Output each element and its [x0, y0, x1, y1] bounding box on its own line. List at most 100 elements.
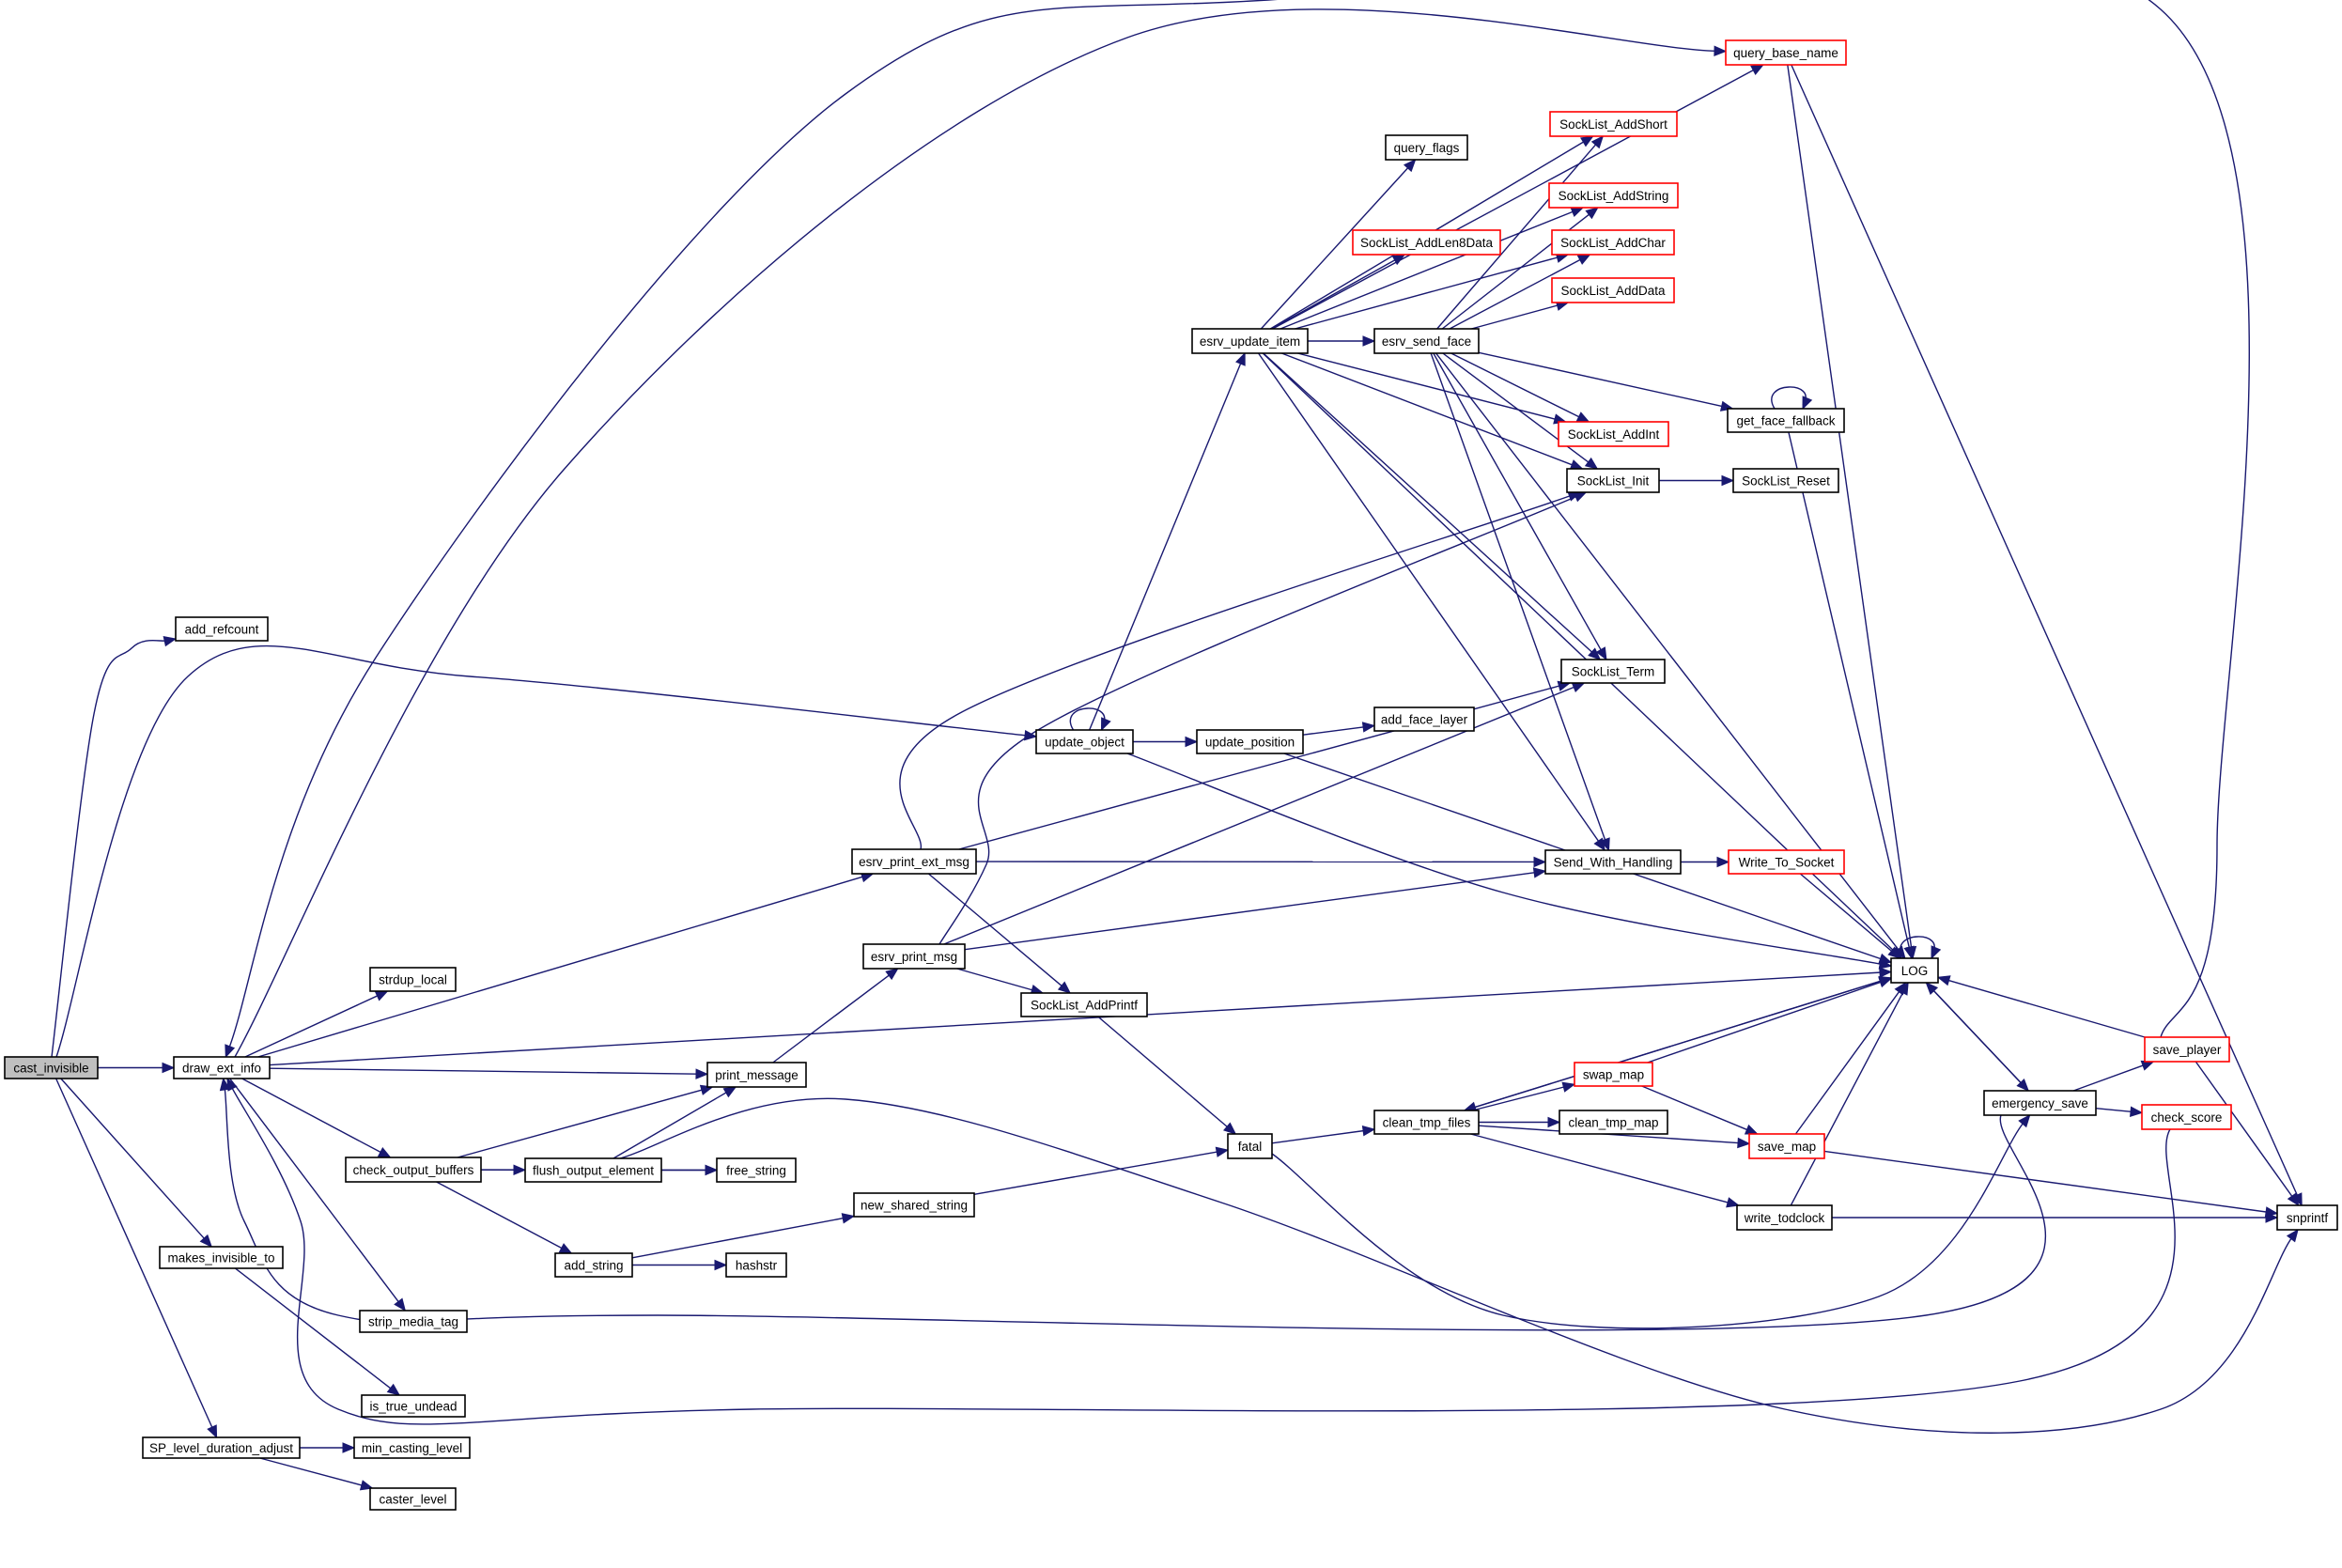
node-update_object[interactable]: update_object: [1035, 729, 1134, 754]
node-box-save_map[interactable]: [1748, 1133, 1825, 1159]
node-SockList_Init[interactable]: SockList_Init: [1566, 468, 1660, 493]
node-draw_ext_info[interactable]: draw_ext_info: [173, 1056, 271, 1079]
node-SP_level_duration_adjust[interactable]: SP_level_duration_adjust: [142, 1436, 301, 1459]
node-free_string[interactable]: free_string: [716, 1157, 797, 1183]
node-SockList_AddShort[interactable]: SockList_AddShort: [1549, 111, 1678, 137]
node-box-SockList_AddLen8Data[interactable]: [1352, 229, 1501, 256]
node-save_player[interactable]: save_player: [2144, 1036, 2230, 1063]
node-box-hashstr[interactable]: [725, 1252, 787, 1278]
node-box-is_true_undead[interactable]: [361, 1394, 466, 1418]
node-box-save_player[interactable]: [2144, 1036, 2230, 1063]
node-box-caster_level[interactable]: [369, 1487, 457, 1511]
node-box-makes_invisible_to[interactable]: [159, 1246, 284, 1269]
node-min_casting_level[interactable]: min_casting_level: [353, 1436, 471, 1459]
node-fatal[interactable]: fatal: [1227, 1133, 1273, 1159]
node-box-clean_tmp_map[interactable]: [1559, 1110, 1668, 1135]
node-box-SockList_AddData[interactable]: [1551, 277, 1675, 303]
node-box-query_base_name[interactable]: [1725, 39, 1847, 66]
node-update_position[interactable]: update_position: [1196, 729, 1304, 754]
node-box-check_score[interactable]: [2141, 1104, 2232, 1130]
node-box-SockList_AddInt[interactable]: [1558, 421, 1669, 447]
node-box-esrv_print_ext_msg[interactable]: [851, 848, 977, 875]
node-save_map[interactable]: save_map: [1748, 1133, 1825, 1159]
node-cast_invisible[interactable]: cast_invisible: [4, 1056, 99, 1079]
node-write_todclock[interactable]: write_todclock: [1736, 1204, 1833, 1231]
node-box-Write_To_Socket[interactable]: [1728, 849, 1845, 875]
node-SockList_AddLen8Data[interactable]: SockList_AddLen8Data: [1352, 229, 1501, 256]
node-add_refcount[interactable]: add_refcount: [175, 616, 269, 642]
node-hashstr[interactable]: hashstr: [725, 1252, 787, 1278]
node-box-update_position[interactable]: [1196, 729, 1304, 754]
node-box-strip_media_tag[interactable]: [359, 1310, 468, 1333]
node-SockList_AddChar[interactable]: SockList_AddChar: [1551, 229, 1675, 256]
node-strdup_local[interactable]: strdup_local: [369, 967, 457, 992]
node-box-SP_level_duration_adjust[interactable]: [142, 1436, 301, 1459]
node-new_shared_string[interactable]: new_shared_string: [853, 1192, 975, 1218]
node-SockList_AddInt[interactable]: SockList_AddInt: [1558, 421, 1669, 447]
node-box-update_object[interactable]: [1035, 729, 1134, 754]
node-box-SockList_Reset[interactable]: [1732, 468, 1839, 493]
node-box-cast_invisible[interactable]: [4, 1056, 99, 1079]
node-SockList_AddString[interactable]: SockList_AddString: [1548, 182, 1679, 209]
node-box-emergency_save[interactable]: [1983, 1090, 2097, 1116]
node-SockList_AddPrintf[interactable]: SockList_AddPrintf: [1020, 992, 1148, 1017]
node-add_string[interactable]: add_string: [554, 1252, 633, 1278]
node-box-add_refcount[interactable]: [175, 616, 269, 642]
node-print_message[interactable]: print_message: [706, 1062, 807, 1088]
node-esrv_print_msg[interactable]: esrv_print_msg: [862, 943, 966, 970]
node-query_flags[interactable]: query_flags: [1385, 134, 1468, 161]
node-box-draw_ext_info[interactable]: [173, 1056, 271, 1079]
node-box-esrv_send_face[interactable]: [1373, 328, 1480, 354]
node-check_score[interactable]: check_score: [2141, 1104, 2232, 1130]
node-box-write_todclock[interactable]: [1736, 1204, 1833, 1231]
node-flush_output_element[interactable]: flush_output_element: [524, 1157, 662, 1183]
node-box-SockList_Init[interactable]: [1566, 468, 1660, 493]
node-box-add_face_layer[interactable]: [1373, 706, 1475, 732]
node-esrv_print_ext_msg[interactable]: esrv_print_ext_msg: [851, 848, 977, 875]
node-box-min_casting_level[interactable]: [353, 1436, 471, 1459]
node-snprintf[interactable]: snprintf: [2276, 1204, 2338, 1231]
node-box-check_output_buffers[interactable]: [345, 1157, 482, 1183]
node-box-esrv_print_msg[interactable]: [862, 943, 966, 970]
node-box-LOG[interactable]: [1890, 957, 1939, 984]
node-SockList_Reset[interactable]: SockList_Reset: [1732, 468, 1839, 493]
node-box-strdup_local[interactable]: [369, 967, 457, 992]
node-swap_map[interactable]: swap_map: [1574, 1062, 1653, 1087]
node-box-SockList_AddPrintf[interactable]: [1020, 992, 1148, 1017]
node-strip_media_tag[interactable]: strip_media_tag: [359, 1310, 468, 1333]
node-clean_tmp_files[interactable]: clean_tmp_files: [1373, 1110, 1480, 1135]
node-box-fatal[interactable]: [1227, 1133, 1273, 1159]
node-box-print_message[interactable]: [706, 1062, 807, 1088]
node-box-SockList_Term[interactable]: [1560, 659, 1666, 684]
node-box-esrv_update_item[interactable]: [1191, 328, 1309, 354]
node-box-swap_map[interactable]: [1574, 1062, 1653, 1087]
node-caster_level[interactable]: caster_level: [369, 1487, 457, 1511]
node-box-add_string[interactable]: [554, 1252, 633, 1278]
node-box-get_face_fallback[interactable]: [1727, 408, 1845, 433]
node-Write_To_Socket[interactable]: Write_To_Socket: [1728, 849, 1845, 875]
node-box-flush_output_element[interactable]: [524, 1157, 662, 1183]
node-box-Send_With_Handling[interactable]: [1544, 849, 1682, 875]
node-box-SockList_AddShort[interactable]: [1549, 111, 1678, 137]
node-add_face_layer[interactable]: add_face_layer: [1373, 706, 1475, 732]
node-box-new_shared_string[interactable]: [853, 1192, 975, 1218]
node-esrv_update_item[interactable]: esrv_update_item: [1191, 328, 1309, 354]
node-box-SockList_AddString[interactable]: [1548, 182, 1679, 209]
node-box-free_string[interactable]: [716, 1157, 797, 1183]
node-clean_tmp_map[interactable]: clean_tmp_map: [1559, 1110, 1668, 1135]
node-Send_With_Handling[interactable]: Send_With_Handling: [1544, 849, 1682, 875]
node-box-SockList_AddChar[interactable]: [1551, 229, 1675, 256]
node-LOG[interactable]: LOG: [1890, 957, 1939, 984]
node-SockList_AddData[interactable]: SockList_AddData: [1551, 277, 1675, 303]
node-box-query_flags[interactable]: [1385, 134, 1468, 161]
node-get_face_fallback[interactable]: get_face_fallback: [1727, 408, 1845, 433]
node-check_output_buffers[interactable]: check_output_buffers: [345, 1157, 482, 1183]
node-is_true_undead[interactable]: is_true_undead: [361, 1394, 466, 1418]
node-box-clean_tmp_files[interactable]: [1373, 1110, 1480, 1135]
node-esrv_send_face[interactable]: esrv_send_face: [1373, 328, 1480, 354]
node-makes_invisible_to[interactable]: makes_invisible_to: [159, 1246, 284, 1269]
node-emergency_save[interactable]: emergency_save: [1983, 1090, 2097, 1116]
node-box-snprintf[interactable]: [2276, 1204, 2338, 1231]
node-SockList_Term[interactable]: SockList_Term: [1560, 659, 1666, 684]
node-query_base_name[interactable]: query_base_name: [1725, 39, 1847, 66]
